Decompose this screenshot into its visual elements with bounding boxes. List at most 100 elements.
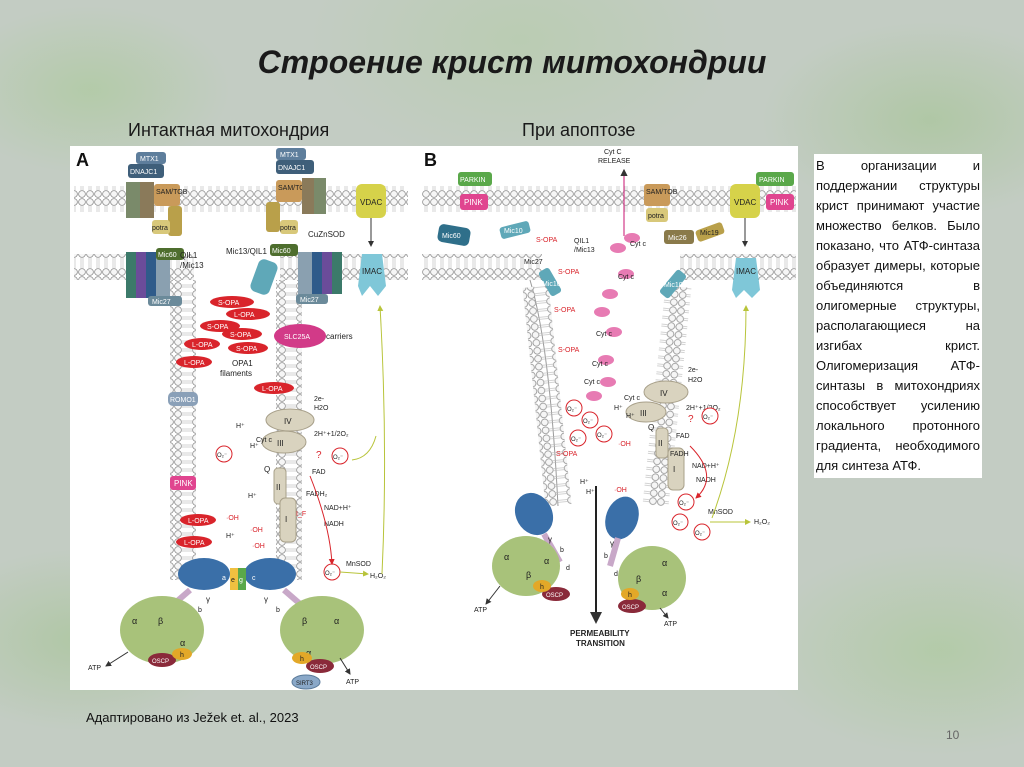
mic10-protein-b-1 (499, 221, 531, 239)
mic13-qil1-label-right: Mic13/QIL1 (226, 247, 267, 256)
h-subunit-left (172, 648, 192, 660)
question-label-a: ? (316, 450, 322, 461)
cyt-c-released-group: Cyt c Cyt c Cyt c Cyt c Cyt c (584, 233, 646, 401)
cyt-c-dot-6 (606, 327, 622, 337)
mic26-protein-right (312, 252, 322, 294)
o2-radical-a-1 (215, 445, 233, 463)
alpha-label-b-left-1: α (504, 552, 509, 562)
cyt-c-dot-4 (602, 289, 618, 299)
h-plus-label-b-1: H⁺ (614, 405, 623, 412)
cyt-c-dot-9 (586, 391, 602, 401)
mic19-protein-b (695, 222, 725, 242)
l-opa-ellipse-4 (254, 382, 294, 394)
cyt-c-dot-8 (600, 377, 616, 387)
parkin-protein-left (458, 172, 492, 186)
complex-ii-label-b: II (658, 439, 662, 448)
q-label-b: Q (648, 423, 654, 432)
o2-minus-label-b-4: O₂⁻ (571, 437, 581, 443)
cyt-c-release-label-2: RELEASE (598, 158, 631, 165)
h2o-label-b: H2O (688, 377, 703, 384)
cyt-c-label-b-1: Cyt c (630, 241, 646, 248)
oh-label-a-3: ·OH (252, 543, 265, 550)
mic10-protein-b-3 (659, 269, 687, 299)
h-plus-label-a-3: H⁺ (248, 493, 257, 500)
mic27-label-right: Mic27 (300, 297, 319, 304)
l-opa-label-4: L-OPA (262, 386, 283, 393)
l-opa-label-5: L-OPA (188, 518, 209, 525)
subunit-e (230, 568, 238, 590)
gamma-label-a-right: γ (264, 595, 268, 604)
o2-minus-label-b-6: O₂⁻ (679, 501, 689, 507)
d-sub-label-b-left: d (566, 565, 570, 572)
cyt-c-dot-3 (618, 269, 634, 279)
oh-label-b-2: ·OH (614, 487, 627, 494)
sam-tob-protein-left (154, 184, 180, 206)
o2-radical-b-8 (693, 523, 711, 541)
sam-tob-label-b: SAM/TOB (646, 189, 678, 196)
gamma-label-b-left: γ (548, 535, 552, 544)
mtx3-protein-left (126, 182, 140, 218)
alpha-label-a-right-1: α (334, 616, 339, 626)
oscp-b-left (542, 587, 570, 601)
oh-label-a-1: ·OH (226, 515, 239, 522)
cyt-c-dot-2 (610, 243, 626, 253)
mic19-protein-right (266, 202, 280, 232)
oscp-b-right (618, 599, 646, 613)
atp-label-b-right: ATP (664, 621, 677, 628)
dnajc1-label-left: DNAJC1 (130, 169, 157, 176)
mtx1-protein-left (136, 152, 166, 164)
sirt3-protein (291, 674, 321, 690)
cyt-c-release-label-1: Cyt C (604, 149, 622, 156)
panel-b: B Cyt C RELEASE PARKIN PINK PARKIN PINK … (422, 149, 796, 648)
complex-iii-label-a: III (277, 439, 284, 448)
dnajc1-protein-left (128, 164, 164, 178)
mic12-protein-right (298, 252, 312, 294)
oh-label-a-2: ·OH (250, 527, 263, 534)
mic10-label-b-2: Mic10 (542, 281, 561, 288)
mic10-label-b-1: Mic10 (504, 228, 523, 235)
dnajc1-protein-right (276, 160, 314, 174)
mic14-protein-right (322, 252, 332, 294)
potra-left (152, 220, 170, 234)
pink-protein-b-right (766, 194, 794, 210)
complex-iii-label-b: III (640, 409, 647, 418)
alpha-label-a-right-2: α (306, 648, 311, 658)
mic26-protein-b (664, 230, 694, 244)
slc25a-label: SLC25A (284, 334, 310, 341)
cyt-c-dot-5 (594, 307, 610, 317)
oscp-left (148, 653, 176, 667)
l-opa-label-3: L-OPA (184, 360, 205, 367)
mic25-protein-right (332, 252, 342, 294)
h-sub-label-b-right: h (628, 592, 632, 599)
panel-b-inner-membrane-left (422, 254, 542, 280)
l-opa-ellipse-6 (176, 536, 212, 548)
permeability-label-2: TRANSITION (576, 639, 625, 648)
pink-label-b-right: PINK (770, 198, 789, 207)
vdac-label-a: VDAC (360, 198, 382, 207)
o2-radical-b-5 (701, 407, 719, 425)
page-number: 10 (946, 728, 960, 742)
b-sub-label-b-left: b (560, 547, 564, 554)
pink-label-b-left: PINK (464, 198, 483, 207)
mtx2-protein-left (140, 182, 154, 218)
carriers-label: carriers (326, 332, 353, 341)
source-caption: Адаптировано из Ježek et. al., 2023 (86, 710, 299, 725)
o2-radical-b-1 (565, 399, 583, 417)
nad-label-b: NAD+H⁺ (692, 463, 720, 470)
cuznsod-label: CuZnSOD (308, 230, 345, 239)
mic26-protein-left (146, 252, 156, 298)
mnsod-label-b: MnSOD (708, 509, 733, 516)
panel-a: A MTX1 DNAJC1 SAM/TOB potra Mic60 Mic27 … (74, 148, 408, 690)
h-half-o2-label-b: 2H⁺+1/2O₂ (686, 405, 721, 412)
potra-label-b: potra (648, 213, 664, 220)
two-e-label-a: 2e- (314, 396, 325, 403)
atp-label-a-left: ATP (88, 665, 101, 672)
mic60-protein-b (437, 224, 471, 246)
cyt-c-dot-7 (598, 355, 614, 365)
subunit-g (238, 568, 246, 590)
pink-protein-b-left (460, 194, 488, 210)
alpha-label-a-left-2: α (180, 638, 185, 648)
s-opa-label-1: S-OPA (218, 300, 240, 307)
o2-minus-label-b-1: O₂⁻ (567, 407, 577, 413)
alpha-label-b-right-2: α (662, 588, 667, 598)
